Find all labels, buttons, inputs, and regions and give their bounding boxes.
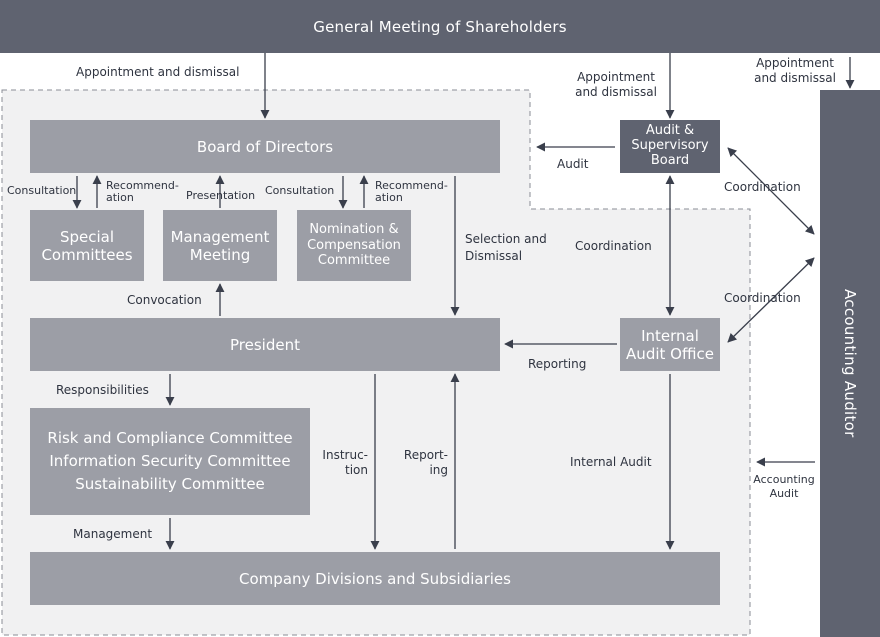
label-recommendation-right: Recommend- ation xyxy=(375,179,448,204)
accounting-auditor-label: Accounting Auditor xyxy=(841,289,859,438)
special-committees-label: Special Committees xyxy=(41,227,133,264)
label-audit: Audit xyxy=(557,157,589,171)
company-divisions-box: Company Divisions and Subsidiaries xyxy=(30,552,720,605)
audit-supervisory-board-box: Audit & Supervisory Board xyxy=(620,120,720,173)
risk-compliance-committees-box: Risk and Compliance Committee Informatio… xyxy=(30,408,310,515)
label-appointment-dismissal-left: Appointment and dismissal xyxy=(76,65,240,79)
company-divisions-label: Company Divisions and Subsidiaries xyxy=(239,569,511,588)
label-selection-dismissal: Selection and Dismissal xyxy=(465,232,547,264)
president-box: President xyxy=(30,318,500,371)
label-internal-audit: Internal Audit xyxy=(570,455,652,469)
label-coordination-top: Coordination xyxy=(724,180,801,194)
label-reporting-center: Report- ing xyxy=(403,448,448,477)
shareholders-meeting-label: General Meeting of Shareholders xyxy=(313,17,567,36)
nomination-compensation-box: Nomination & Compensation Committee xyxy=(297,210,411,281)
label-accounting-audit: Accounting Audit xyxy=(753,473,815,500)
label-management: Management xyxy=(73,527,153,541)
arrow-coordination-top xyxy=(727,147,815,235)
board-of-directors-box: Board of Directors xyxy=(30,120,500,173)
label-coordination-lower: Coordination xyxy=(724,291,801,305)
board-of-directors-label: Board of Directors xyxy=(196,137,334,156)
label-appointment-dismissal-right: Appointment and dismissal xyxy=(754,56,836,85)
management-meeting-box: Management Meeting xyxy=(163,210,277,281)
label-presentation: Presentation xyxy=(186,189,256,202)
arrow-coordination-lower xyxy=(727,257,815,343)
nomination-compensation-label: Nomination & Compensation Committee xyxy=(307,222,401,269)
label-recommendation-left: Recommend- ation xyxy=(106,179,179,204)
risk-compliance-committees-label: Risk and Compliance Committee Informatio… xyxy=(47,428,293,494)
shareholders-meeting-box: General Meeting of Shareholders xyxy=(0,0,880,53)
label-consultation-left: Consultation xyxy=(7,184,77,197)
president-label: President xyxy=(230,335,300,354)
label-convocation: Convocation xyxy=(127,293,202,307)
label-consultation-right: Consultation xyxy=(265,184,335,197)
special-committees-box: Special Committees xyxy=(30,210,144,281)
label-responsibilities: Responsibilities xyxy=(56,383,149,397)
label-appointment-dismissal-mid: Appointment and dismissal xyxy=(575,70,657,99)
management-meeting-label: Management Meeting xyxy=(170,227,270,264)
label-instruction: Instruc- tion xyxy=(322,448,368,477)
label-reporting-right: Reporting xyxy=(528,357,587,371)
audit-supervisory-board-label: Audit & Supervisory Board xyxy=(631,123,709,168)
label-coordination-mid: Coordination xyxy=(575,239,652,253)
internal-audit-office-label: Internal Audit Office xyxy=(626,326,714,363)
internal-audit-office-box: Internal Audit Office xyxy=(620,318,720,371)
accounting-auditor-box: Accounting Auditor xyxy=(820,90,880,637)
